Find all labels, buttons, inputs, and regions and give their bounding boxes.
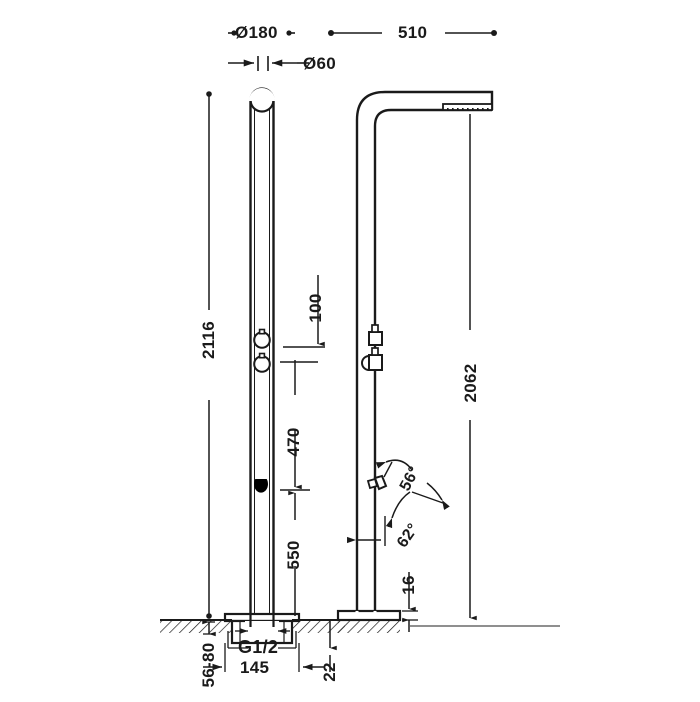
dimension-16 — [402, 572, 418, 632]
front-outlet-spout — [254, 475, 268, 493]
dimension-angle-56 — [375, 459, 450, 510]
label-thread-g12: G1/2 — [238, 637, 279, 657]
front-valve-knob-upper — [253, 328, 271, 349]
label-reach-510: 510 — [398, 23, 428, 42]
label-550: 550 — [284, 540, 303, 570]
callout-thread-g12 — [227, 628, 297, 649]
label-470: 470 — [284, 427, 303, 457]
side-valve-handle-upper — [368, 324, 383, 346]
dimension-100 — [283, 275, 325, 348]
front-valve-knob-lower — [253, 352, 271, 373]
dimension-diameter-60 — [228, 56, 309, 71]
label-diameter-180: Ø180 — [235, 23, 278, 42]
side-elevation-view — [336, 90, 560, 633]
dimension-floor-56-80 — [202, 619, 216, 637]
floor-hatch-side — [338, 619, 400, 633]
front-elevation-view — [160, 87, 345, 645]
label-height-2116: 2116 — [199, 320, 218, 360]
label-16: 16 — [399, 575, 418, 595]
dimension-470 — [280, 360, 318, 491]
label-145: 145 — [240, 658, 270, 677]
dimension-diameter-180 — [228, 30, 295, 36]
label-22: 22 — [320, 662, 339, 682]
shower-head-outlet — [442, 103, 494, 111]
side-outlet-spout — [366, 474, 388, 491]
label-floor-56-80: 56-80 — [199, 642, 218, 688]
side-valve-handle-lower — [361, 347, 383, 371]
label-height-2062: 2062 — [461, 363, 480, 403]
label-diameter-60: Ø60 — [303, 54, 337, 73]
label-100: 100 — [306, 293, 325, 323]
side-base-plate — [336, 609, 402, 622]
dimension-angle-62 — [347, 491, 411, 546]
dimension-145 — [203, 643, 324, 672]
